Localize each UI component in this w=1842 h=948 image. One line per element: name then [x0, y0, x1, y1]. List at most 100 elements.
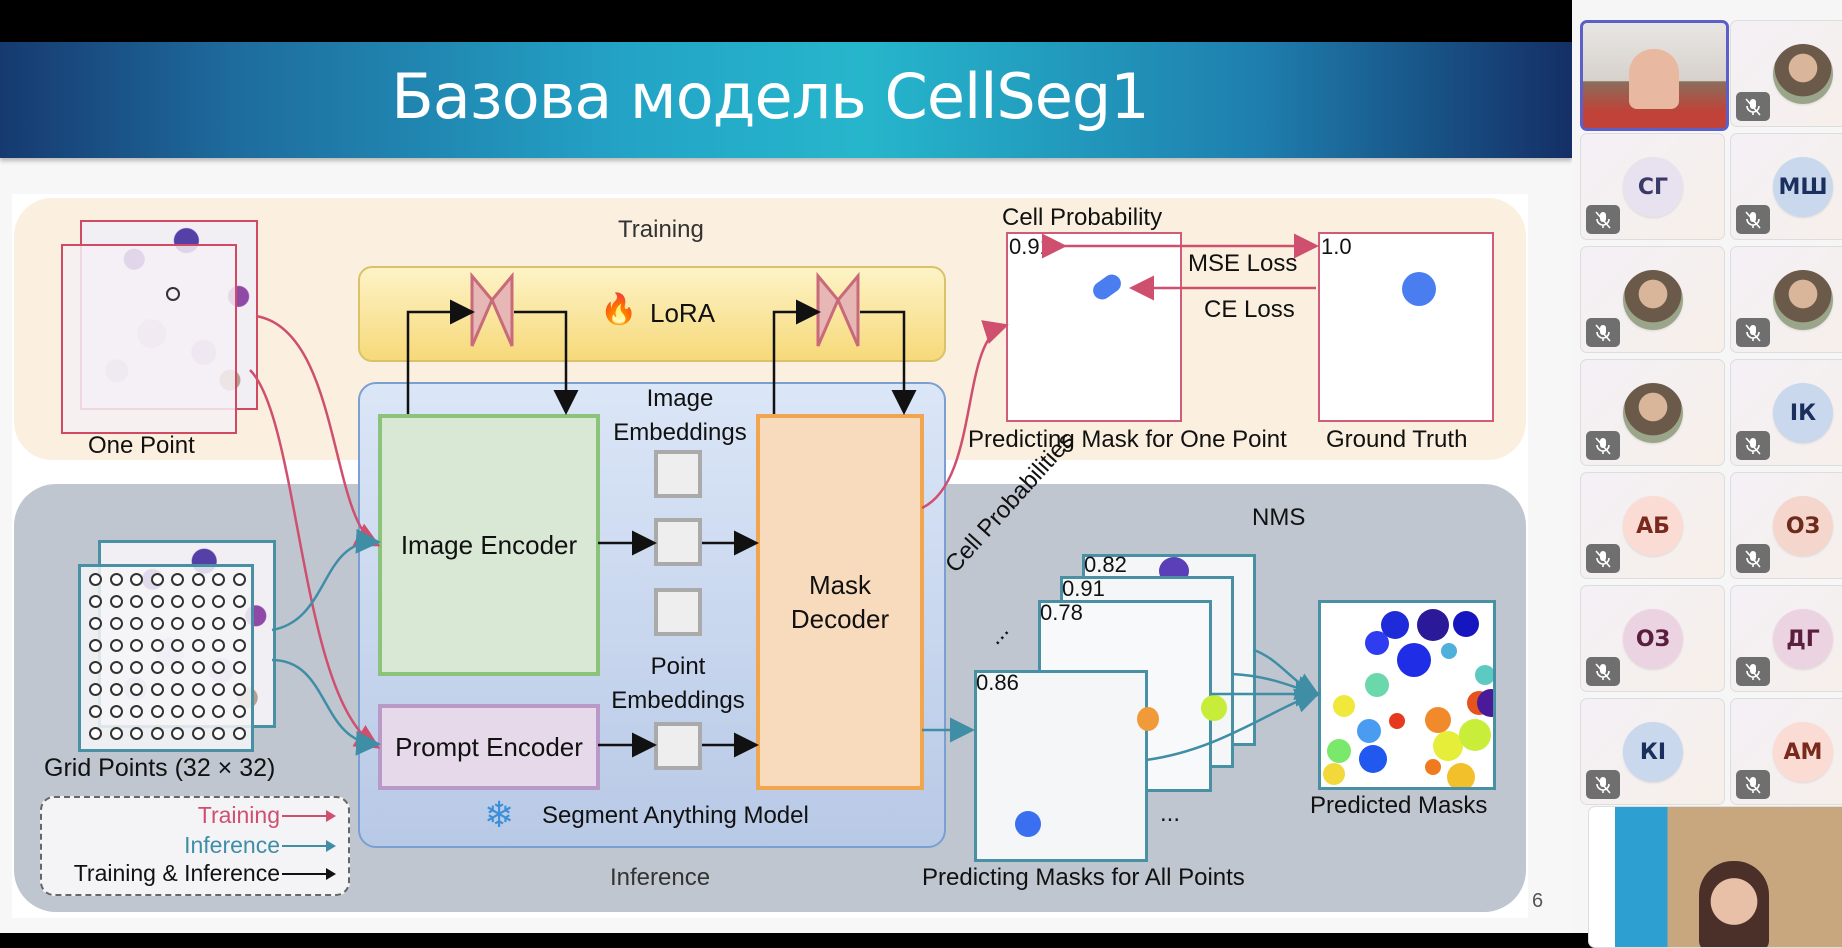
- microphone-muted-icon: [1586, 431, 1620, 460]
- participant-tile[interactable]: КІ: [1580, 698, 1725, 805]
- participant-tile[interactable]: ОЗ: [1580, 585, 1725, 692]
- predicted-cell-mask: [1453, 611, 1479, 637]
- grid-point-marker: [109, 727, 123, 740]
- grid-point-marker: [89, 573, 102, 586]
- predicted-cell-mask: [1397, 643, 1431, 677]
- inference-panel-label: Inference: [610, 864, 711, 891]
- grid-point-marker: [150, 705, 164, 718]
- image-encoder-block: Image Encoder: [378, 414, 600, 676]
- participant-tile[interactable]: [1580, 359, 1725, 466]
- grid-point-marker: [89, 639, 102, 652]
- grid-point-marker: [191, 595, 205, 608]
- grid-point-marker: [150, 639, 164, 652]
- participant-tile[interactable]: [1730, 246, 1842, 353]
- grid-point-marker: [171, 683, 184, 696]
- participant-tile[interactable]: МШ: [1730, 133, 1842, 240]
- microphone-muted-icon: [1586, 770, 1620, 799]
- legend-training: Training: [198, 802, 336, 829]
- participant-tile[interactable]: [1580, 20, 1729, 131]
- mask-probability: 0.86: [976, 670, 1019, 695]
- predicted-cell-mask: [1357, 719, 1381, 743]
- participant-tile[interactable]: ДГ: [1730, 585, 1842, 692]
- grid-point-marker: [171, 595, 184, 608]
- predicted-probability: 0.91: [1009, 234, 1052, 259]
- grid-point-marker: [232, 727, 246, 740]
- grid-point-marker: [130, 727, 143, 740]
- grid-point-marker: [191, 617, 205, 630]
- predicted-cell-mask: [1425, 707, 1451, 733]
- participant-avatar: [1773, 44, 1833, 104]
- sam-label: Segment Anything Model: [542, 802, 809, 829]
- predicting-all-points-label: Predicting Masks for All Points: [922, 864, 1245, 891]
- participant-avatar: [1623, 383, 1683, 443]
- participant-tile[interactable]: СГ: [1580, 133, 1725, 240]
- predicted-cell-mask: [1425, 759, 1441, 775]
- mask-probability: 0.78: [1040, 600, 1083, 625]
- one-point-image-front: [61, 244, 237, 434]
- predicted-cell-blob: [1089, 271, 1125, 303]
- grid-point-marker: [191, 639, 205, 652]
- grid-point-marker: [150, 617, 164, 630]
- predicted-cell-mask: [1365, 673, 1389, 697]
- grid-point-marker: [232, 661, 246, 674]
- microphone-muted-icon: [1736, 205, 1770, 234]
- participant-tile[interactable]: ОЗ: [1730, 472, 1842, 579]
- grid-point-marker: [191, 661, 205, 674]
- image-embeddings-label: Image Embeddings: [613, 385, 747, 446]
- training-panel-label: Training: [618, 216, 704, 243]
- grid-point-marker: [212, 639, 225, 652]
- teal-arrow-icon: [282, 839, 336, 852]
- mask-cell-blob: [1137, 707, 1159, 731]
- grid-point-marker: [89, 727, 102, 740]
- grid-point-marker: [130, 595, 143, 608]
- grid-point-marker: [109, 705, 123, 718]
- presenter-video-tile[interactable]: [1588, 806, 1842, 948]
- participant-avatar: МШ: [1773, 157, 1833, 217]
- participant-tile[interactable]: [1580, 246, 1725, 353]
- participant-avatar: ОЗ: [1623, 609, 1683, 669]
- predicted-cell-mask: [1477, 689, 1493, 717]
- shared-slide: Базова модель CellSeg1 Training Inferenc…: [0, 0, 1572, 933]
- participant-avatar: АМ: [1773, 722, 1833, 782]
- grid-point-marker: [232, 639, 246, 652]
- ce-loss-label: CE Loss: [1204, 296, 1295, 323]
- grid-point-marker: [89, 705, 102, 718]
- point-marker-icon: [166, 287, 180, 301]
- grid-point-marker: [191, 727, 205, 740]
- microphone-muted-icon: [1736, 92, 1770, 121]
- participant-tile[interactable]: [1730, 20, 1842, 127]
- participant-tile[interactable]: ІК: [1730, 359, 1842, 466]
- predicted-cell-mask: [1447, 763, 1475, 787]
- grid-point-marker: [171, 727, 184, 740]
- grid-point-marker: [232, 705, 246, 718]
- image-embedding-token: [654, 450, 702, 498]
- participant-avatar: [1623, 270, 1683, 330]
- grid-point-marker: [191, 705, 205, 718]
- grid-point-marker: [212, 727, 225, 740]
- grid-point-marker: [171, 705, 184, 718]
- speaker-video: [1629, 49, 1679, 109]
- cell-probability-label: Cell Probability: [1002, 204, 1163, 231]
- microphone-muted-icon: [1736, 318, 1770, 347]
- predicted-masks-label: Predicted Masks: [1310, 792, 1488, 819]
- page-number: 6: [1532, 890, 1544, 912]
- grid-point-marker: [89, 683, 102, 696]
- grid-point-marker: [150, 727, 164, 740]
- legend-both-label: Training & Inference: [73, 860, 280, 886]
- grid-point-marker: [212, 617, 225, 630]
- legend-both: Training & Inference: [73, 860, 336, 887]
- grid-point-marker: [150, 573, 164, 586]
- participant-avatar: ІК: [1773, 383, 1833, 443]
- pink-arrow-icon: [282, 809, 336, 822]
- predicted-cell-mask: [1433, 731, 1463, 761]
- ellipsis-label: ...: [1160, 800, 1181, 827]
- presenter-video: [1699, 861, 1769, 947]
- grid-point-marker: [191, 683, 205, 696]
- snowflake-icon: ❄: [484, 794, 515, 835]
- mask-probability: 0.82: [1084, 552, 1127, 577]
- grid-point-marker: [212, 595, 225, 608]
- grid-point-marker: [89, 595, 102, 608]
- participant-tile[interactable]: АБ: [1580, 472, 1725, 579]
- participant-tile[interactable]: АМ: [1730, 698, 1842, 805]
- grid-point-marker: [232, 573, 246, 586]
